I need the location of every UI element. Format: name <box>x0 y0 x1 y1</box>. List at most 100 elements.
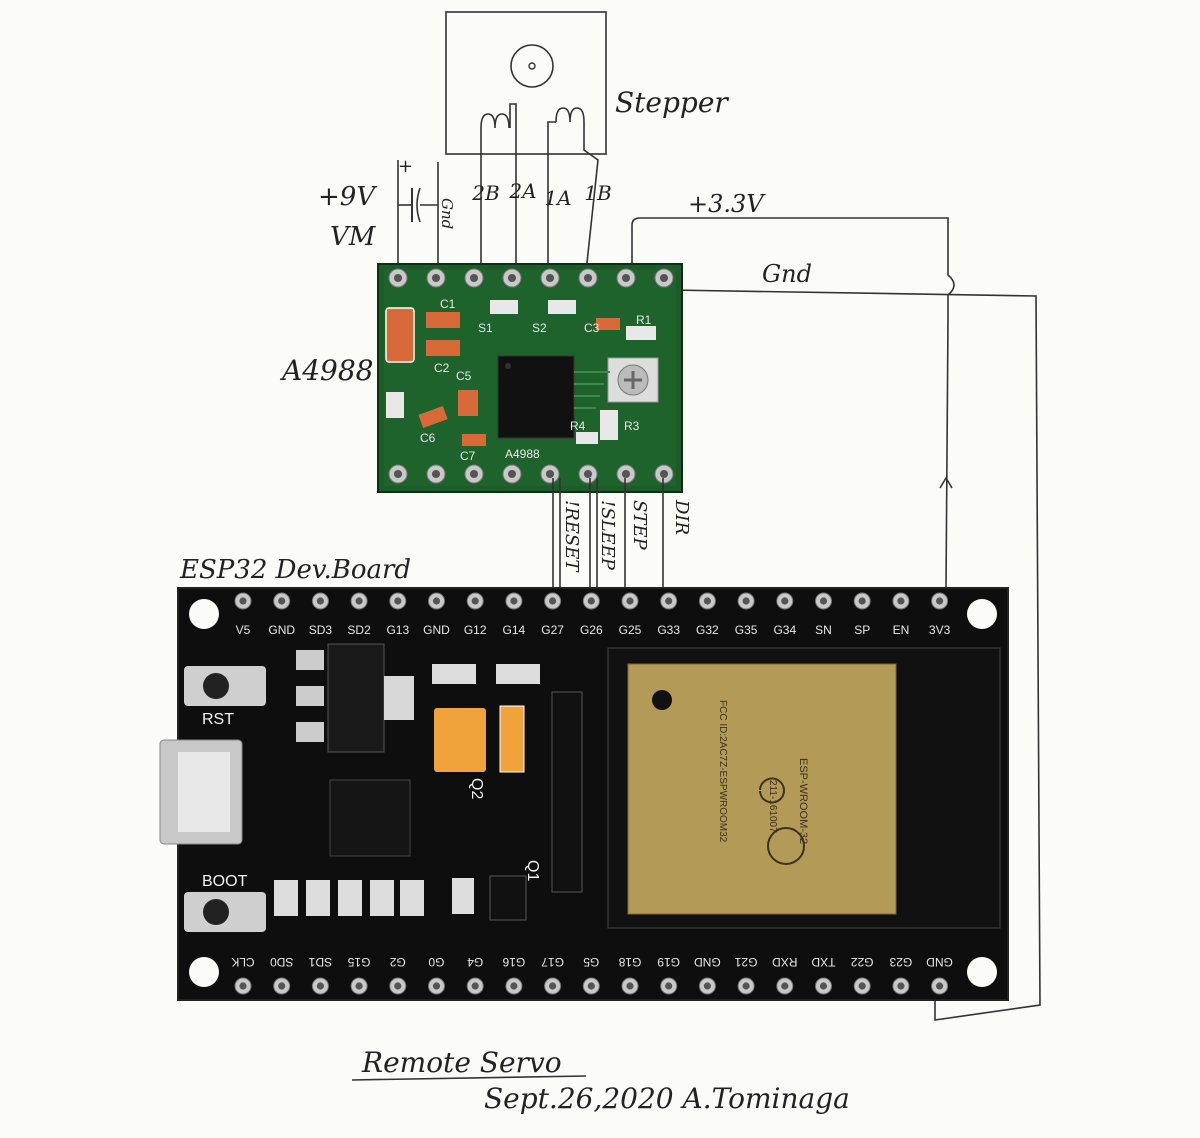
esp-bottom-pin-label: G18 <box>618 955 641 969</box>
driver-bottom-pin-hole <box>507 469 517 479</box>
module-cert: 211-161007 <box>767 780 778 833</box>
signal-reset-label: !RESET <box>561 500 582 573</box>
coil-b-icon <box>480 113 510 129</box>
esp-bottom-pin-label: TXD <box>811 955 835 969</box>
esp-top-pin-label: GND <box>423 623 450 637</box>
esp-top-pin-hole <box>549 597 557 605</box>
esp-top-pin-label: G27 <box>541 623 564 637</box>
esp-top-pin-label: G14 <box>503 623 526 637</box>
esp-top-pin-hole <box>278 597 286 605</box>
a4988-driver-board: A4988 C1 C2 C3 C5 C6 C7 <box>279 263 683 493</box>
esp-bottom-pin-label: G5 <box>583 955 599 969</box>
q2-label: Q2 <box>468 778 485 799</box>
esp-top-pin-label: V5 <box>236 623 251 637</box>
title-block: Remote Servo Sept.26,2020 A.Tominaga <box>351 1046 850 1115</box>
driver-bottom-pin-hole <box>431 469 441 479</box>
esp-top-pin-label: G13 <box>386 623 409 637</box>
silk-c5: C5 <box>456 369 472 383</box>
driver-label: A4988 <box>279 354 373 387</box>
pin-label-2b: 2B <box>471 181 499 205</box>
esp-bottom-pin-label: G19 <box>657 955 680 969</box>
esp-bottom-pin-label: G16 <box>502 955 525 969</box>
esp-top-pin-label: SN <box>815 623 832 637</box>
esp-top-pin-label: 3V3 <box>929 623 951 637</box>
esp-bottom-pin-hole <box>742 982 750 990</box>
driver-top-pin-hole <box>621 273 631 283</box>
silk-r1: R1 <box>636 313 652 327</box>
esp-bottom-pin-hole <box>819 982 828 990</box>
esp-top-pin-label: G32 <box>696 623 719 637</box>
esp-top-pin-hole <box>703 597 712 605</box>
esp-bottom-pin-label: CLK <box>231 955 254 969</box>
esp-top-pin-hole <box>510 597 518 605</box>
control-signal-labels: !RESET !SLEEP STEP DIR <box>561 499 692 573</box>
esp-bottom-pin-label: G21 <box>734 955 757 969</box>
esp-bottom-pin-label: GND <box>926 955 953 969</box>
silk-c1: C1 <box>440 297 456 311</box>
silk-r3: R3 <box>624 419 640 433</box>
diagram-title: Remote Servo <box>361 1046 562 1079</box>
espressif-logo-icon <box>767 827 805 865</box>
esp-top-pin-hole <box>471 597 479 605</box>
stepper-label: Stepper <box>615 86 729 119</box>
vm-voltage-label: +9V <box>318 182 377 212</box>
driver-top-pin-hole <box>469 273 479 283</box>
coil-a-icon <box>555 107 585 123</box>
esp-top-pin-label: G33 <box>657 623 680 637</box>
driver-bottom-pin-hole <box>393 469 403 479</box>
boot-label: BOOT <box>202 873 248 890</box>
driver-top-pin-hole <box>393 273 403 283</box>
esp-bottom-pin-hole <box>936 982 944 990</box>
esp-top-pin-label: G25 <box>619 623 642 637</box>
esp-bottom-pin-hole <box>549 982 557 990</box>
module-fcc: FCC ID:2AC7Z-ESPWROOM32 <box>717 700 728 843</box>
esp-bottom-pin-hole <box>394 982 402 990</box>
esp-bottom-pin-label: SD0 <box>270 955 294 969</box>
esp-top-pin-hole <box>897 597 905 605</box>
esp-top-pin-hole <box>781 597 789 605</box>
silk-r2: R2 <box>388 401 404 415</box>
esp-top-pin-hole <box>355 597 363 605</box>
esp-board-label: ESP32 Dev.Board <box>179 555 411 585</box>
driver-bottom-pin-hole <box>469 469 479 479</box>
signal-dir-label: DIR <box>671 499 692 535</box>
esp-top-pin-hole <box>665 597 673 605</box>
esp-bottom-pin-label: G17 <box>541 955 564 969</box>
rst-label: RST <box>202 711 234 728</box>
esp-bottom-pin-label: G23 <box>889 955 912 969</box>
esp-bottom-pin-hole <box>432 982 441 990</box>
esp-bottom-pin-hole <box>587 982 595 990</box>
driver-top-pin-hole <box>431 273 441 283</box>
esp-bottom-pin-hole <box>355 982 363 990</box>
silk-s1: S1 <box>478 321 493 335</box>
esp-bottom-pin-label: RXD <box>772 955 798 969</box>
diagram-byline: Sept.26,2020 A.Tominaga <box>484 1082 850 1115</box>
driver-top-pin-hole <box>583 273 593 283</box>
q1-label: Q1 <box>524 860 541 881</box>
esp-bottom-pin-hole <box>665 982 673 990</box>
silk-s2: S2 <box>532 321 547 335</box>
supply-gnd-label: Gnd <box>438 198 456 229</box>
driver-motor-pin-labels: 2B 2A 1A 1B <box>471 179 611 210</box>
logic-supply-label: +3.3V <box>688 190 766 218</box>
esp-top-pin-hole <box>432 597 441 605</box>
ce-mark-icon <box>759 777 785 804</box>
esp-bottom-pin-label: G15 <box>347 955 370 969</box>
esp-top-pin-hole <box>819 597 828 605</box>
esp-top-pin-hole <box>316 597 324 605</box>
esp-bottom-pin-label: G0 <box>428 955 444 969</box>
esp-bottom-pin-label: G2 <box>389 955 405 969</box>
module-name: ESP-WROOM-32 <box>797 758 809 844</box>
driver-bottom-pin-hole <box>621 469 631 479</box>
driver-bottom-pin-hole <box>583 469 593 479</box>
esp-bottom-pin-label: SD1 <box>308 955 332 969</box>
esp-top-pin-hole <box>742 597 750 605</box>
esp-top-pin-hole <box>239 597 247 605</box>
driver-bottom-pin-hole <box>659 469 669 479</box>
esp-bottom-pin-hole <box>316 982 324 990</box>
ground-label: Gnd <box>762 260 812 288</box>
esp-top-pin-label: G12 <box>464 623 487 637</box>
driver-top-pin-hole <box>545 273 555 283</box>
esp-top-pin-hole <box>858 597 866 605</box>
